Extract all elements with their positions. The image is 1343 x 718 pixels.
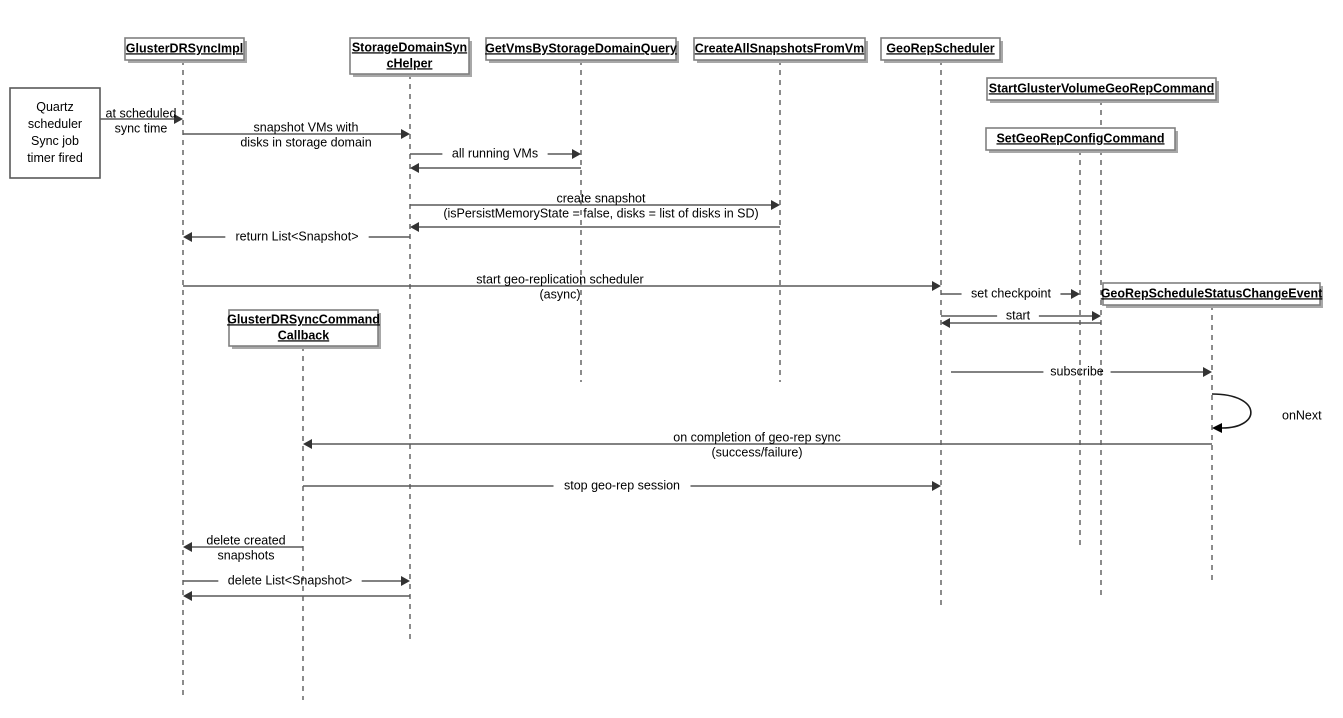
message-delete-list-snapshot: delete List<Snapshot> bbox=[183, 573, 410, 587]
message-label: snapshots bbox=[218, 548, 275, 562]
message-arrowhead bbox=[303, 439, 312, 449]
message-label: delete List<Snapshot> bbox=[228, 573, 352, 587]
participant-getvmsbystoragedomainquery[interactable]: GetVmsByStorageDomainQuery bbox=[485, 37, 679, 63]
participant-georepschedulestatuschangeevent[interactable]: GeoRepScheduleStatusChangeEvent bbox=[1101, 282, 1323, 308]
self-message-onnext: onNext bbox=[1211, 393, 1322, 433]
message-create-snapshot-return bbox=[410, 222, 780, 232]
message-label: set checkpoint bbox=[971, 286, 1051, 300]
participant-box bbox=[986, 77, 1217, 101]
message-arrowhead bbox=[1071, 289, 1080, 299]
participant-box bbox=[124, 37, 245, 61]
self-message-label: onNext bbox=[1282, 408, 1322, 422]
message-label: stop geo-rep session bbox=[564, 478, 680, 492]
message-start-geo-replication-scheduler: start geo-replication scheduler(async) bbox=[183, 272, 941, 301]
note-box bbox=[9, 87, 101, 179]
participant-box bbox=[880, 37, 1001, 61]
message-start: start bbox=[941, 308, 1101, 322]
message-arrowhead bbox=[183, 542, 192, 552]
message-all-running-vms: all running VMs bbox=[410, 146, 581, 160]
participant-storagedomainsynchelper[interactable]: StorageDomainSyn cHelper bbox=[349, 37, 472, 77]
message-label: create snapshot bbox=[557, 191, 646, 205]
participant-box bbox=[349, 37, 470, 75]
message-label: at scheduled bbox=[106, 106, 177, 120]
message-arrowhead bbox=[183, 591, 192, 601]
participant-label: cHelper bbox=[387, 56, 433, 70]
participant-box bbox=[228, 309, 379, 347]
participant-glusterdrsyncimpl[interactable]: GlusterDRSyncImpl bbox=[124, 37, 247, 63]
message-create-snapshot: create snapshot(isPersistMemoryState = f… bbox=[410, 191, 780, 220]
message-on-completion-of-geo-rep-sync: on completion of geo-rep sync(success/fa… bbox=[303, 430, 1212, 459]
self-message-arrowhead bbox=[1212, 423, 1222, 433]
message-all-running-vms-return bbox=[410, 163, 581, 173]
note-label-line: timer fired bbox=[27, 151, 83, 165]
message-label: delete created bbox=[206, 533, 285, 547]
participant-setgeorepconfigcommand[interactable]: SetGeoRepConfigCommand bbox=[985, 127, 1178, 153]
note-label-line: scheduler bbox=[28, 117, 82, 131]
message-set-checkpoint: set checkpoint bbox=[941, 286, 1080, 300]
note-label-line: Sync job bbox=[31, 134, 79, 148]
message-label: snapshot VMs with bbox=[254, 120, 359, 134]
message-arrowhead bbox=[1092, 311, 1101, 321]
participant-label: GeoRepScheduler bbox=[886, 41, 994, 55]
participant-label: GlusterDRSyncImpl bbox=[126, 41, 243, 55]
message-label: on completion of geo-rep sync bbox=[673, 430, 840, 444]
participant-label: GlusterDRSyncCommand bbox=[227, 312, 380, 326]
message-arrowhead bbox=[572, 149, 581, 159]
note-label-line: Quartz bbox=[36, 100, 74, 114]
message-label: (success/failure) bbox=[712, 445, 803, 459]
message-arrowhead bbox=[771, 200, 780, 210]
participants-layer: GlusterDRSyncImpl StorageDomainSyn cHelper… bbox=[124, 37, 1323, 349]
message-delete-list-snapshot-return bbox=[183, 591, 410, 601]
participant-label: GeoRepScheduleStatusChangeEvent bbox=[1101, 286, 1323, 300]
message-arrowhead bbox=[932, 281, 941, 291]
message-label: subscribe bbox=[1050, 364, 1104, 378]
participant-georepscheduler[interactable]: GeoRepScheduler bbox=[880, 37, 1003, 63]
lifelines-layer bbox=[182, 60, 1213, 700]
message-label: (async) bbox=[540, 287, 581, 301]
message-label: return List<Snapshot> bbox=[236, 229, 359, 243]
participant-label: CreateAllSnapshotsFromVm bbox=[695, 41, 864, 55]
message-label: sync time bbox=[115, 121, 168, 135]
message-stop-geo-rep-session: stop geo-rep session bbox=[303, 478, 941, 492]
participant-label: StartGlusterVolumeGeoRepCommand bbox=[989, 81, 1215, 95]
message-arrowhead bbox=[174, 114, 183, 124]
message-arrowhead bbox=[401, 129, 410, 139]
message-arrowhead bbox=[932, 481, 941, 491]
participant-label: StorageDomainSyn bbox=[352, 40, 467, 54]
message-arrowhead bbox=[183, 232, 192, 242]
message-start-return bbox=[941, 318, 1101, 328]
message-arrowhead bbox=[941, 318, 950, 328]
participant-startglustervolumegeorepcommand[interactable]: StartGlusterVolumeGeoRepCommand bbox=[986, 77, 1219, 103]
participant-label: GetVmsByStorageDomainQuery bbox=[485, 41, 677, 55]
participant-label: Callback bbox=[278, 328, 329, 342]
message-arrowhead bbox=[410, 163, 419, 173]
participant-box bbox=[485, 37, 677, 61]
message-label: start bbox=[1006, 308, 1031, 322]
message-label: (isPersistMemoryState = false, disks = l… bbox=[443, 206, 758, 220]
message-label: disks in storage domain bbox=[240, 135, 371, 149]
message-label: all running VMs bbox=[452, 146, 538, 160]
participant-box bbox=[985, 127, 1176, 151]
message-return-list-snapshot: return List<Snapshot> bbox=[183, 229, 410, 243]
participant-createallsnapshotsfromvm[interactable]: CreateAllSnapshotsFromVm bbox=[693, 37, 868, 63]
message-arrowhead bbox=[410, 222, 419, 232]
message-arrowhead bbox=[401, 576, 410, 586]
self-message-loop bbox=[1211, 393, 1252, 429]
message-arrowhead bbox=[1203, 367, 1212, 377]
participant-box bbox=[1102, 282, 1321, 306]
message-label: start geo-replication scheduler bbox=[476, 272, 643, 286]
message-subscribe: subscribe bbox=[951, 364, 1212, 378]
participant-label: SetGeoRepConfigCommand bbox=[996, 131, 1164, 145]
participant-box bbox=[693, 37, 866, 61]
